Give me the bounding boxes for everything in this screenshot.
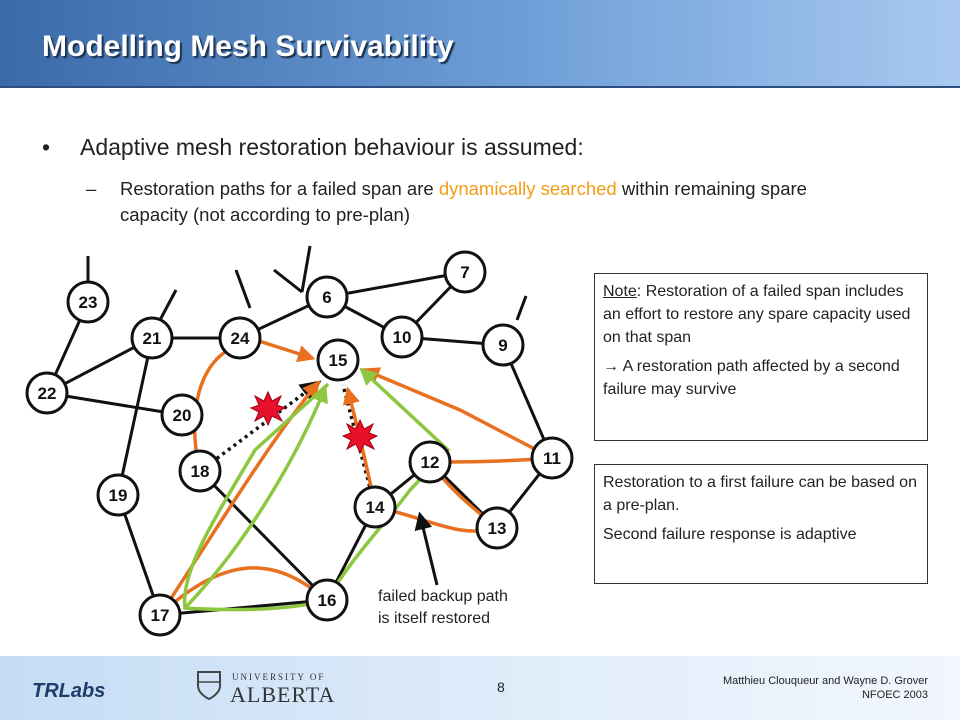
node-label-7: 7: [460, 263, 469, 282]
preplan-text-1: Restoration to a first failure can be ba…: [603, 474, 917, 514]
preplan-box: Restoration to a first failure can be ba…: [594, 464, 928, 584]
page-number: 8: [497, 679, 505, 695]
university-name: ALBERTA: [230, 682, 336, 707]
bullet-dash: –: [86, 178, 97, 199]
node-label-6: 6: [322, 288, 331, 307]
note-box: Note: Restoration of a failed span inclu…: [594, 273, 928, 441]
node-label-21: 21: [143, 329, 162, 348]
node-17: 17: [138, 593, 182, 637]
mesh-network-diagram: 23 21 24 6 7 10 9 15 22 20 18 19 12 11 14 13 16 17: [25, 245, 574, 637]
node-label-20: 20: [173, 406, 192, 425]
node-label-22: 22: [38, 384, 57, 403]
crest-icon: [197, 671, 221, 700]
bullet-main-text: Adaptive mesh restoration behaviour is a…: [80, 134, 584, 160]
slide-title: Modelling Mesh Survivability: [42, 30, 454, 63]
node-label-14: 14: [366, 498, 385, 517]
node-18: 18: [178, 449, 222, 493]
node-9: 9: [481, 323, 525, 367]
node-14: 14: [353, 485, 397, 529]
node-20: 20: [160, 393, 204, 437]
node-6: 6: [305, 275, 349, 319]
node-24: 24: [218, 316, 262, 360]
node-label-11: 11: [543, 449, 561, 468]
trlabs-logo: TRLabs: [32, 680, 106, 702]
node-label-9: 9: [498, 336, 507, 355]
node-16: 16: [305, 578, 349, 622]
node-13: 13: [475, 506, 519, 550]
node-15: 15: [316, 338, 360, 382]
bullet-sub-pre: Restoration paths for a failed span are: [120, 178, 439, 199]
node-12: 12: [408, 440, 452, 484]
note-text-1: : Restoration of a failed span includes …: [603, 283, 911, 346]
node-label-12: 12: [421, 453, 440, 472]
node-label-23: 23: [79, 293, 98, 312]
failure-burst-1: [249, 390, 287, 427]
footer: [0, 656, 960, 720]
green-restoration-path: [182, 367, 451, 612]
conference: NFOEC 2003: [861, 689, 928, 701]
bullet-dot: •: [42, 134, 51, 160]
node-23: 23: [66, 280, 110, 324]
node-11: 11: [530, 436, 574, 480]
university-small: UNIVERSITY OF: [232, 672, 326, 682]
network-nodes: 23 21 24 6 7 10 9 15 22 20 18 19 12 11 14 13 16 17: [25, 250, 574, 637]
bullet-sub-post: within remaining spare capacity (not acc…: [120, 178, 807, 225]
node-label-13: 13: [488, 519, 507, 538]
node-label-16: 16: [318, 591, 337, 610]
caption-line-2: is itself restored: [378, 610, 491, 627]
note-label: Note: [603, 283, 637, 300]
title-bar: [0, 0, 960, 88]
node-label-15: 15: [329, 351, 348, 370]
node-21: 21: [130, 316, 174, 360]
node-label-18: 18: [191, 462, 210, 481]
node-22: 22: [25, 371, 69, 415]
node-label-24: 24: [231, 329, 250, 348]
node-7: 7: [443, 250, 487, 294]
node-label-10: 10: [393, 328, 412, 347]
node-label-17: 17: [151, 606, 170, 625]
node-19: 19: [96, 473, 140, 517]
failure-burst-2: [341, 418, 379, 455]
caption-arrow: [414, 511, 439, 586]
caption-line-1: failed backup path: [378, 588, 508, 605]
node-10: 10: [380, 315, 424, 359]
authors: Matthieu Clouqueur and Wayne D. Grover N…: [723, 674, 928, 702]
author-names: Matthieu Clouqueur and Wayne D. Grover: [722, 675, 928, 687]
bullet-sub-text: Restoration paths for a failed span are …: [120, 176, 840, 228]
bullet-sub-highlight: dynamically searched: [438, 178, 617, 199]
preplan-text-2: Second failure response is adaptive: [603, 526, 857, 543]
caption: failed backup path is itself restored: [378, 586, 508, 630]
node-label-19: 19: [109, 486, 128, 505]
note-text-2: → A restoration path affected by a secon…: [603, 358, 900, 398]
